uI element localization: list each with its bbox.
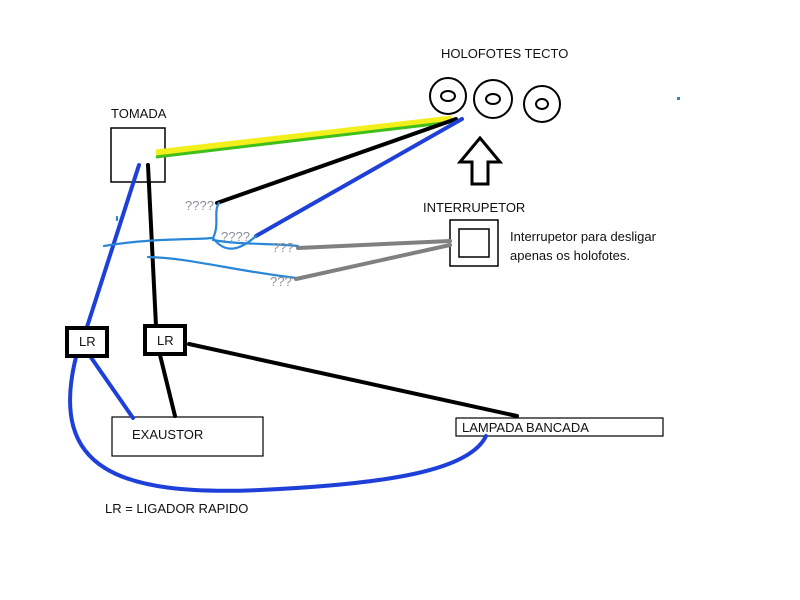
spotlight-3-inner	[535, 98, 549, 110]
spotlights	[429, 77, 561, 123]
spotlight-3-outer	[523, 85, 561, 123]
unknown-label-4: ???	[270, 274, 292, 289]
phase-wire-lr-to-lampada	[187, 342, 519, 418]
exaustor-label: EXAUSTOR	[132, 427, 204, 442]
lr-left-label: LR	[79, 334, 96, 349]
lr-right-label: LR	[157, 333, 174, 348]
switch-wires	[294, 239, 452, 281]
neutral-wire-loop-to-lampada	[68, 355, 488, 493]
up-arrow-icon	[456, 135, 504, 186]
phase-wire-spot-to-junction	[215, 117, 458, 205]
neutral-wire-lr-to-exaustor	[88, 354, 135, 420]
phase-wire-lr-to-exaustor	[158, 353, 177, 418]
lr-right-box	[143, 324, 187, 356]
switch-wire-2	[294, 243, 452, 281]
switch-note-line2: apenas os holofotes.	[510, 248, 630, 263]
neutral-wire-spot-to-junction	[254, 117, 464, 238]
lampada-label: LAMPADA BANCADA	[462, 420, 589, 435]
stray-dot	[677, 97, 680, 100]
exaustor-box	[111, 416, 264, 457]
spotlight-1-outer	[429, 77, 467, 115]
spotlight-1-inner	[440, 90, 456, 102]
lampada-box	[455, 417, 664, 437]
switch-wire-1	[296, 239, 452, 250]
phase-wires	[146, 117, 519, 418]
switch-label: INTERRUPETOR	[423, 200, 526, 215]
unknown-wire-3	[211, 238, 300, 248]
phase-wire-tomada-down	[146, 163, 158, 328]
unknown-label-3: ???	[272, 240, 294, 255]
tomada-label: TOMADA	[111, 106, 167, 121]
neutral-wires	[68, 117, 488, 493]
neutral-wire-tomada-down	[85, 163, 141, 329]
legend-label: LR = LIGADOR RAPIDO	[105, 501, 249, 516]
switch-box-inner	[458, 228, 490, 258]
spotlights-title: HOLOFOTES TECTO	[441, 46, 569, 61]
spotlight-2-inner	[485, 93, 501, 105]
unknown-wires	[102, 201, 300, 280]
unknown-label-1: ????	[185, 198, 214, 213]
switch-note-line1: Interrupetor para desligar	[510, 229, 656, 244]
earth-wire	[155, 115, 453, 159]
spotlight-2-outer	[473, 79, 513, 119]
unknown-label-2: ????	[221, 229, 250, 244]
unknown-wire-4	[146, 255, 298, 280]
unknown-wire-1	[102, 201, 221, 248]
lr-left-box	[65, 326, 109, 358]
